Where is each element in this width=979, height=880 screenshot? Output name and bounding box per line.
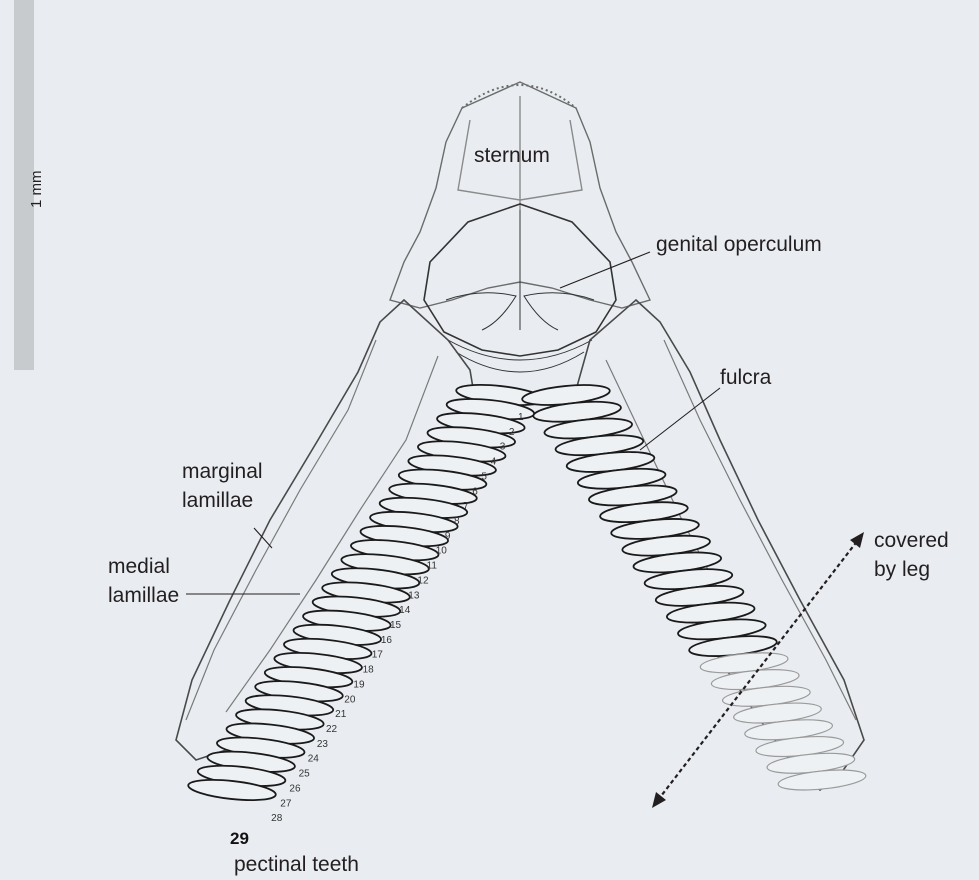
operculum-lower-band: [448, 340, 592, 360]
label-fulcra: fulcra: [720, 366, 772, 389]
label-genital-operculum: genital operculum: [656, 233, 822, 256]
tooth-number: 13: [408, 590, 420, 601]
label-medial-lamillae-2: lamillae: [108, 584, 179, 607]
label-medial-lamillae-1: medial: [108, 555, 170, 578]
label-covered-by-leg-1: covered: [874, 529, 949, 552]
tooth-number: 8: [454, 516, 460, 527]
leader-fulcra: [640, 388, 720, 450]
sternum-dotted-tip: [462, 85, 576, 108]
operculum-lower-band-2: [456, 352, 584, 372]
label-marginal-lamillae-2: lamillae: [182, 489, 253, 512]
label-marginal-lamillae-1: marginal: [182, 460, 263, 483]
covered-arrow-head-top: [850, 532, 864, 548]
tooth-number: 25: [299, 769, 311, 780]
scale-bar-label: 1 mm: [28, 171, 45, 209]
tooth-number: 24: [308, 754, 320, 765]
tooth-number: 10: [436, 546, 448, 557]
covered-arrow-head-bottom: [652, 792, 666, 808]
tooth-number: 16: [381, 635, 393, 646]
tooth-number: 6: [472, 486, 478, 497]
tooth-number: 2: [509, 427, 515, 438]
label-pectinal-teeth: pectinal teeth: [234, 853, 359, 876]
tooth-number: 18: [363, 665, 375, 676]
tooth-number: 21: [335, 709, 347, 720]
right-pectinal-teeth: [521, 382, 866, 794]
tooth-number: 5: [481, 471, 487, 482]
tooth-number: 11: [427, 561, 438, 572]
tooth-number: 27: [280, 798, 292, 809]
tooth-number: 19: [353, 679, 365, 690]
tooth-number: 4: [491, 457, 497, 468]
scale-bar: 1 mm: [14, 0, 45, 370]
tooth-number: 17: [372, 650, 384, 661]
tooth-number: 3: [500, 442, 506, 453]
tooth-number: 1: [518, 412, 524, 423]
tooth-number: 12: [417, 575, 429, 586]
tooth-number: 23: [317, 739, 329, 750]
tooth-number: 26: [289, 783, 301, 794]
label-sternum: sternum: [474, 144, 550, 167]
tooth-number: 29: [230, 829, 249, 848]
tooth-number: 9: [445, 531, 451, 542]
tooth-number: 28: [271, 813, 283, 824]
tooth-number: 15: [390, 620, 402, 631]
tooth-number: 14: [399, 605, 411, 616]
label-covered-by-leg-2: by leg: [874, 558, 930, 581]
tooth-number: 20: [344, 694, 356, 705]
tooth-number: 22: [326, 724, 338, 735]
left-pectinal-teeth: [187, 381, 544, 803]
tooth-number: 7: [463, 501, 469, 512]
